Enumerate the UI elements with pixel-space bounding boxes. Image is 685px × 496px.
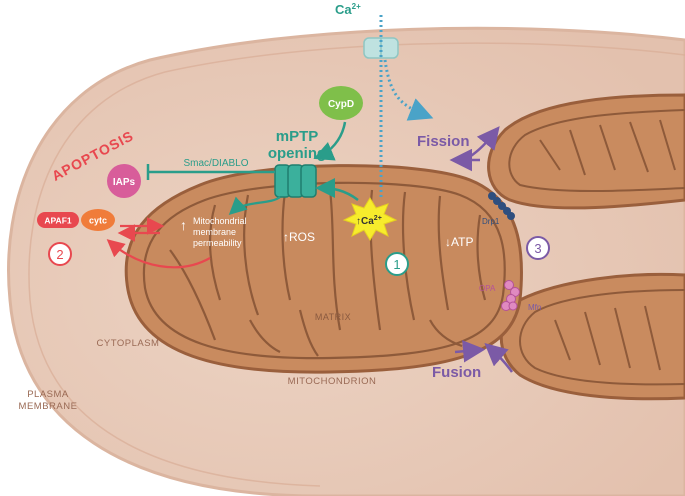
opa-label: OPA	[479, 284, 496, 293]
iaps-node: IAPs	[107, 164, 141, 198]
cytoplasm-label: CYTOPLASM	[97, 338, 160, 349]
mptp-label-line2: opening	[268, 145, 326, 162]
plasma-membrane-line	[28, 42, 685, 487]
step-2-badge: 2	[48, 242, 72, 266]
pore-to-permeability-arrow	[228, 196, 281, 215]
cytc-label: cytc	[89, 216, 107, 226]
mfn-label: Mfn	[528, 303, 541, 312]
step-3-label: 3	[534, 241, 541, 256]
calcium-burst-icon: ↑Ca2+	[342, 197, 398, 241]
step-3-badge: 3	[526, 236, 550, 260]
permeability-to-cytc-arrow	[106, 239, 211, 269]
mmp-line2: membrane	[193, 227, 236, 237]
plasma-membrane-label-line2: MEMBRANE	[19, 401, 78, 412]
smac-label: Smac/DIABLO	[183, 158, 248, 169]
mmp-up-arrow-icon: ↑	[180, 217, 187, 233]
mmp-text-block: ↑ Mitochondrial membrane permeability	[180, 216, 247, 248]
fusion-arrow-left	[454, 340, 486, 363]
mmp-line1: Mitochondrial	[193, 216, 247, 226]
fission-label: Fission	[417, 133, 470, 150]
atp-label: ↓ATP	[445, 235, 473, 249]
atp-down-arrow-icon: ↓	[445, 235, 451, 249]
cypd-label: CypD	[328, 99, 354, 110]
mmp-line3: permeability	[193, 238, 242, 248]
step-2-label: 2	[56, 247, 63, 262]
opa-mfn-complex-icon	[501, 280, 520, 311]
ca-to-pore-arrow	[315, 178, 359, 201]
cytc-node: cytc	[81, 209, 115, 231]
drp1-label: Drp1	[482, 217, 500, 226]
cypd-arrow	[313, 121, 347, 161]
iaps-label: IAPs	[113, 177, 136, 188]
ca-top-label: Ca2+	[335, 2, 361, 17]
apaf1-node: APAF1	[37, 212, 79, 228]
mitochondrion-fusion	[499, 272, 685, 401]
cypd-node: CypD	[319, 86, 363, 120]
ros-up-arrow-icon: ↑	[283, 230, 289, 244]
mitochondrion-label: MITOCHONDRION	[288, 376, 377, 387]
mptp-pore-icon	[274, 164, 317, 198]
apaf1-label: APAF1	[44, 216, 72, 226]
plasma-membrane-label-line1: PLASMA	[27, 389, 69, 400]
ros-label: ↑ROS	[283, 230, 315, 244]
step-1-label: 1	[393, 257, 400, 272]
drp1-ring-icon	[488, 192, 515, 220]
step-1-badge: 1	[385, 252, 409, 276]
mitochondrion-main	[124, 164, 523, 374]
fusion-label: Fusion	[432, 364, 481, 381]
calcium-influx-branch	[383, 59, 434, 121]
mptp-label-line1: mPTP	[276, 128, 319, 145]
calcium-channel-icon	[363, 37, 399, 59]
mitochondrion-fission	[487, 93, 685, 210]
fusion-arrow-up	[484, 343, 514, 373]
matrix-label: MATRIX	[315, 312, 351, 322]
